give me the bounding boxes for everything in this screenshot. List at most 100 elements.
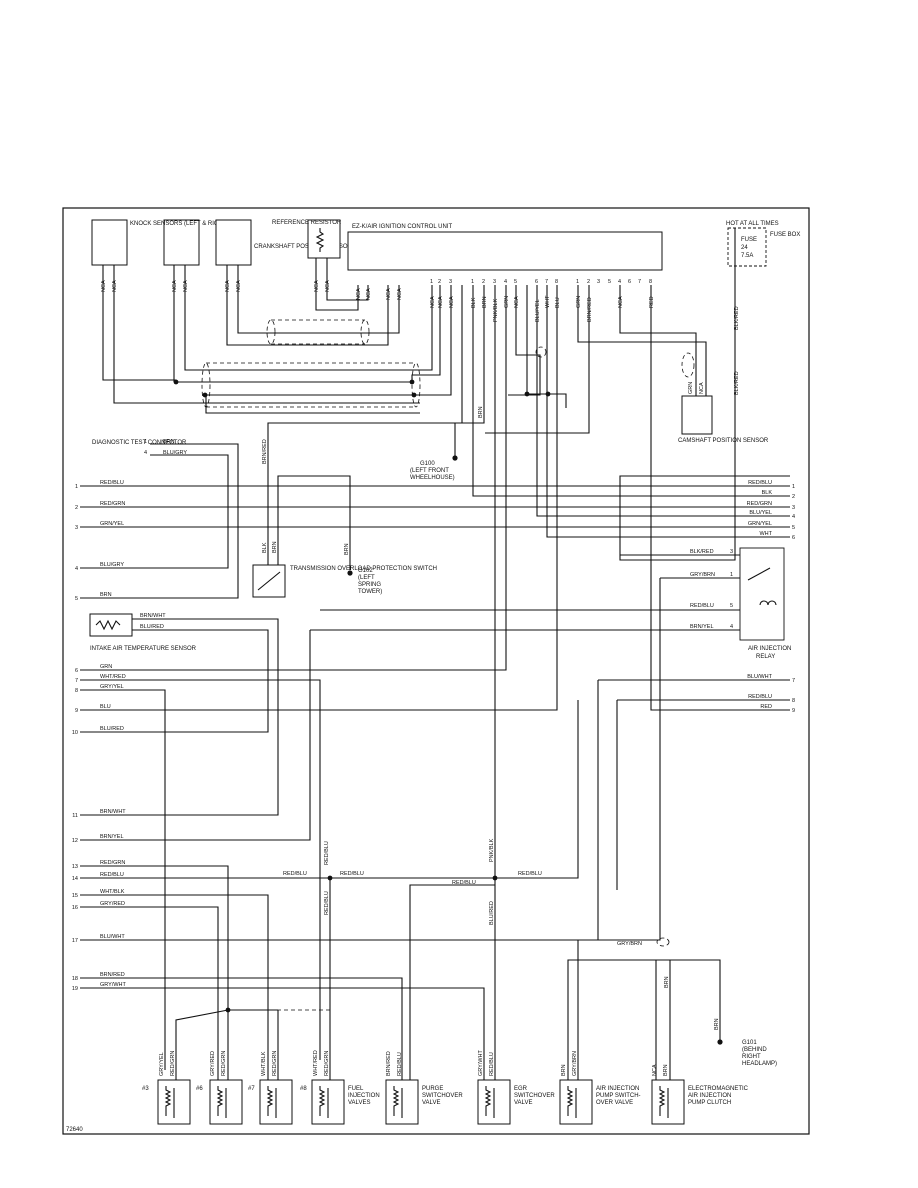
component-wire-2: RED/GRN xyxy=(272,1051,278,1076)
sensor-pin-label: NCA xyxy=(314,280,320,292)
redblu-d-label: RED/BLU xyxy=(518,871,542,877)
ecu-nca-wire xyxy=(508,285,541,396)
left-row-wire: GRY/RED xyxy=(100,901,125,907)
g101-ground xyxy=(717,1039,723,1045)
shield-knock-body xyxy=(206,362,416,408)
component-wire-2: RED/GRN xyxy=(324,1051,330,1076)
camshaft-sensor-box xyxy=(681,395,713,435)
left-row-num: 18 xyxy=(72,976,78,982)
g100-wire xyxy=(454,285,463,458)
component-wire-1: BRN/RED xyxy=(386,1051,392,1076)
right-row-wire: GRN/YEL xyxy=(748,521,772,527)
brn-v2-label: BRN xyxy=(714,1018,720,1030)
redblu-v-label: RED/BLU xyxy=(324,841,330,865)
ecu-pin-num: 8 xyxy=(555,279,558,285)
left-row-num: 7 xyxy=(75,678,78,684)
relay-switch-contact xyxy=(747,567,771,581)
left-row-wire: BRN/RED xyxy=(100,972,125,978)
right-row-wire: BLU/WHT xyxy=(747,674,772,680)
ecu-pin-wire: RED xyxy=(649,296,655,308)
component-wire-1: NCA xyxy=(652,1064,658,1076)
shield-crank-left xyxy=(266,319,276,345)
diag-connector-label: DIAGNOSTIC TEST CONNECTOR xyxy=(92,440,187,446)
fuse-number: 24 xyxy=(741,245,748,251)
row-r8-wire xyxy=(616,699,790,890)
sensor-pin-label: NCA xyxy=(101,280,107,292)
left-row-wire: BRN/WHT xyxy=(100,809,126,815)
resistor-wire-1 xyxy=(315,258,359,311)
grybrn-label: GRY/BRN xyxy=(617,941,642,947)
ecu-pin-num: 4 xyxy=(618,279,621,285)
ecu-pin-num: 7 xyxy=(545,279,548,285)
figure-id: 72640 xyxy=(66,1127,83,1133)
switch-wire-b xyxy=(277,475,351,570)
left-row-wire: GRY/YEL xyxy=(100,684,124,690)
knock-sensors-label: KNOCK SENSORS (LEFT & RIGHT BANKS) xyxy=(130,221,250,227)
shield-ecu-small xyxy=(535,346,547,358)
camshaft-sensor-label: CAMSHAFT POSITION SENSOR xyxy=(678,438,769,444)
relay-pin1-wire-label: GRY/BRN xyxy=(690,572,715,578)
ecu-pin-num: 3 xyxy=(597,279,600,285)
ecu-pin-num: 4 xyxy=(504,279,507,285)
ecu-pin-num: 2 xyxy=(438,279,441,285)
splice-knock-r1 xyxy=(409,379,415,385)
fuel-injection-valves-label: FUEL INJECTION VALVES xyxy=(348,1086,381,1106)
ecu-pin-wire: NCA xyxy=(430,296,436,308)
ecu-blk-wire xyxy=(472,285,790,497)
ecu-pin-wire: BLU/YEL xyxy=(535,299,541,322)
injector-7-label: #7 xyxy=(248,1086,255,1092)
right-row-wire: BLK xyxy=(762,490,773,496)
relay-pin4-wire-label: BRN/YEL xyxy=(690,624,714,630)
coil-symbols xyxy=(164,1086,669,1118)
right-row-num: 4 xyxy=(792,514,795,520)
redblu-c-label: RED/BLU xyxy=(452,880,476,886)
ecu-pin-wire: NCA xyxy=(449,296,455,308)
right-row-labels: 1RED/BLU2BLK3RED/GRN4BLU/YEL5GRN/YEL6WHT… xyxy=(747,480,795,714)
cam-pin-nca: NCA xyxy=(699,382,705,394)
egr-valve-label: EGR SWITCHOVER VALVE xyxy=(514,1086,556,1106)
component-wire-2: GRY/BRN xyxy=(572,1051,578,1076)
left-row-num: 8 xyxy=(75,688,78,694)
row-19-wire xyxy=(80,987,485,1080)
coil-icon xyxy=(392,1086,403,1118)
right-row-wire: WHT xyxy=(759,531,772,537)
left-row-num: 3 xyxy=(75,525,78,531)
right-row-wire: BLU/YEL xyxy=(749,510,772,516)
component-wire-1: GRY/RED xyxy=(210,1051,216,1076)
component-wire-1: GRY/YEL xyxy=(159,1052,165,1076)
knock-sensor-left-box xyxy=(91,219,128,266)
relay-coil xyxy=(759,600,777,606)
coil-icon xyxy=(266,1086,277,1118)
ecu-pin-num: 5 xyxy=(514,279,517,285)
splice-redblu-1 xyxy=(327,875,333,881)
ecu-pin-num: 2 xyxy=(482,279,485,285)
left-row-num: 17 xyxy=(72,938,78,944)
ecu-pin-num: 3 xyxy=(493,279,496,285)
ecu-pin-wire: BRN/RED xyxy=(587,297,593,322)
left-row-labels: 1RED/BLU2RED/GRN3GRN/YEL4BLU/GRY5BRN6GRN… xyxy=(72,480,127,992)
blkred-v-label: BLK/RED xyxy=(734,306,740,330)
crank-wire-2 xyxy=(237,265,400,334)
intake-brnwht-wire xyxy=(80,618,279,816)
left-row-wire: RED/BLU xyxy=(100,480,124,486)
left-row-wire: GRN/YEL xyxy=(100,521,124,527)
row-16-wire xyxy=(80,906,219,1080)
brnred-v-label: BRN/RED xyxy=(262,439,268,464)
relay-pin3-wire-label: BLK/RED xyxy=(690,549,714,555)
brn-v-label: BRN xyxy=(664,976,670,988)
ecu-pin-wire: PNK/BLK xyxy=(493,298,499,322)
redblu-v2-label: RED/BLU xyxy=(324,891,330,915)
coil-icon xyxy=(318,1086,329,1118)
component-wire-1: BRN xyxy=(561,1064,567,1076)
left-row-num: 6 xyxy=(75,668,78,674)
row-18-wire xyxy=(80,977,403,1080)
left-row-wire: GRN xyxy=(100,664,112,670)
right-row-wire: RED/BLU xyxy=(748,480,772,486)
redblu-purge-wire xyxy=(409,884,495,1080)
ecu-pin-wire: NCA xyxy=(618,296,624,308)
sensor-pin-label: NCA xyxy=(112,280,118,292)
ecu-pin-wire: BRN xyxy=(482,296,488,308)
ecu-pin-wire: NCA xyxy=(514,296,520,308)
